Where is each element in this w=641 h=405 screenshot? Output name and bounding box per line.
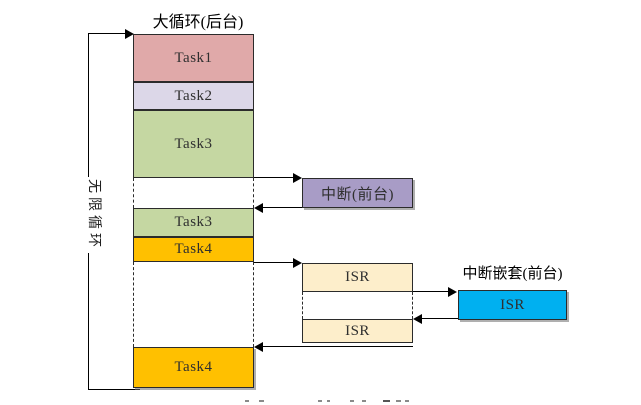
task3-first-box: Task3 xyxy=(133,110,254,178)
isr1-box: ISR xyxy=(302,263,413,292)
column-gap2-right-dashed xyxy=(253,262,254,347)
isr2-box: ISR xyxy=(302,319,413,343)
isr-nested-box: ISR xyxy=(458,290,567,320)
isr-gap-right-dashed xyxy=(412,292,413,319)
isr1-call-line xyxy=(254,262,296,263)
interrupt-return-line xyxy=(262,207,302,208)
interrupt-call-arrowhead-icon xyxy=(293,173,302,183)
task1-box: Task1 xyxy=(133,34,254,82)
isr2-label: ISR xyxy=(345,322,370,339)
task1-label: Task1 xyxy=(174,49,213,66)
task4-label: Task4 xyxy=(174,241,213,257)
nested-return-arrowhead-icon xyxy=(413,314,422,324)
task4-second-box: Task4 xyxy=(133,347,254,388)
task2-box: Task2 xyxy=(133,82,254,110)
big-loop-title: 大循环(后台) xyxy=(152,14,244,31)
task2-label: Task2 xyxy=(174,87,213,104)
task3-label: Task3 xyxy=(174,135,213,152)
loop-bottom-line xyxy=(88,389,140,390)
isr1-label: ISR xyxy=(345,269,370,285)
interrupt-label: 中断(前台) xyxy=(321,186,394,203)
interrupt-return-arrowhead-icon xyxy=(254,203,263,213)
nested-interrupt-title: 中断嵌套(前台) xyxy=(462,266,563,282)
nested-return-line xyxy=(421,318,458,319)
interrupt-call-line xyxy=(254,177,296,178)
infinite-loop-label: 无限循环 xyxy=(85,177,101,253)
isr2-return-line xyxy=(262,346,413,347)
isr2-return-arrowhead-icon xyxy=(254,342,263,352)
isr-gap-left-dashed xyxy=(302,292,303,319)
task4-first-box: Task4 xyxy=(133,237,254,262)
task3-second-box: Task3 xyxy=(133,208,254,237)
task4-resumed-label: Task4 xyxy=(174,359,213,375)
nested-call-arrowhead-icon xyxy=(448,287,457,297)
nested-call-line xyxy=(413,291,451,292)
isr1-call-arrowhead-icon xyxy=(293,258,302,268)
isr-nested-label: ISR xyxy=(500,296,525,313)
loop-top-line xyxy=(88,33,126,34)
column-gap2-left-dashed xyxy=(133,262,134,347)
loop-arrowhead-icon xyxy=(125,29,134,39)
task3-resumed-label: Task3 xyxy=(174,214,213,230)
column-gap1-right-dashed xyxy=(253,178,254,208)
column-gap1-left-dashed xyxy=(133,178,134,208)
interrupt-box: 中断(前台) xyxy=(302,178,413,208)
